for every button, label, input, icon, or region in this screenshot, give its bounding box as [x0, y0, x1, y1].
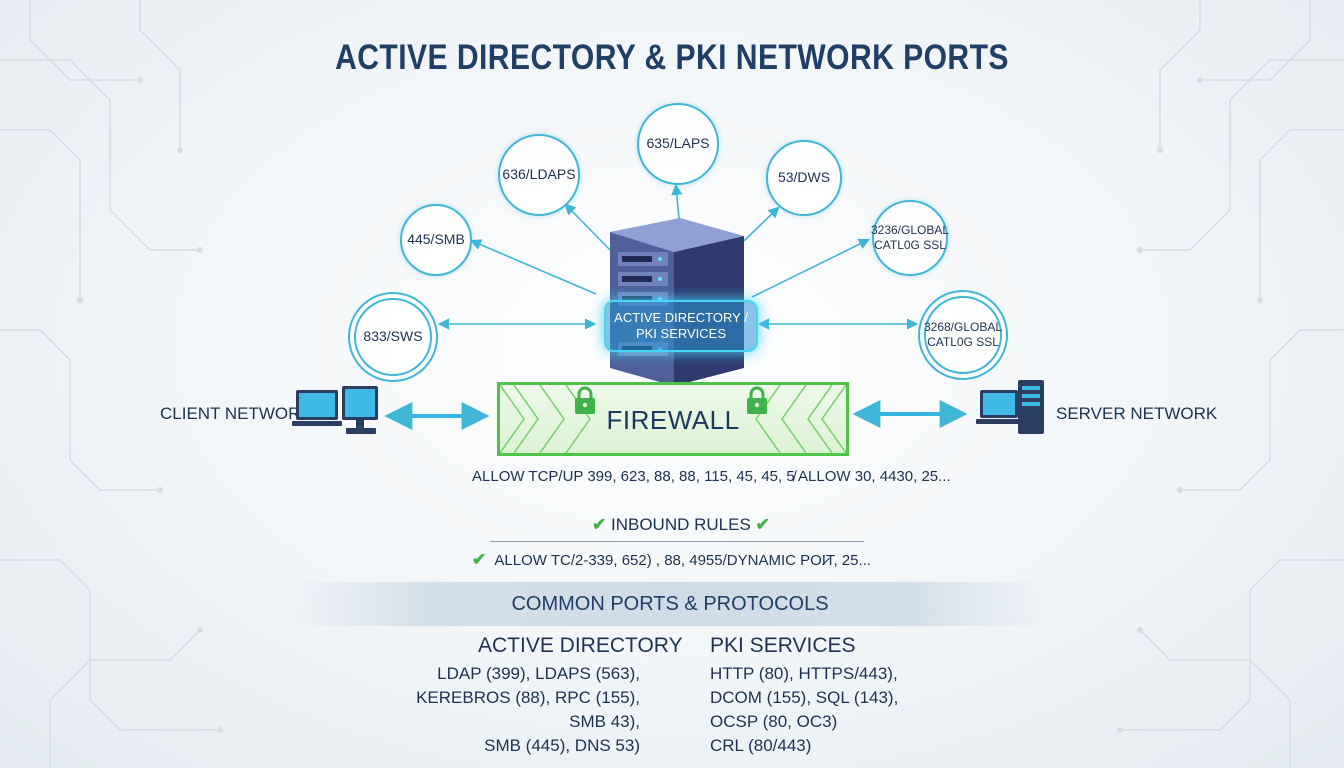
- port-circle-445-smb: 445/SMB: [400, 204, 472, 276]
- page-title: ACTIVE DIRECTORY & PKI NETWORK PORTS: [335, 38, 1009, 77]
- inbound-rule-text: ALLOW TC/2-339, 652) , 88, 4955/DYNAMIC …: [494, 552, 871, 569]
- port-circle-636-ldaps: 636/LDAPS: [498, 134, 580, 216]
- port-circle-53-dws: 53/DWS: [766, 140, 842, 216]
- firewall-chevrons: [500, 385, 846, 453]
- port-label-3268a-line2: CATL0G SSL: [874, 238, 946, 252]
- port-circle-833-sws: 833/SWS: [354, 298, 432, 376]
- check-icon-right: ✔: [755, 515, 770, 534]
- port-label-3268b-line2: CATL0G SSL: [927, 335, 999, 349]
- server-rack-icon: [610, 218, 744, 386]
- port-circle-635-laps: 635/LAPS: [637, 103, 719, 185]
- pki-item: CRL (80/443): [710, 736, 812, 755]
- ad-pki-services-label: ACTIVE DIRECTORY / PKI SERVICES: [604, 300, 758, 352]
- ad-column-heading: ACTIVE DIRECTORY: [478, 634, 683, 657]
- port-label-635: 635/LAPS: [646, 135, 710, 152]
- connector-445: [469, 239, 597, 295]
- ad-item: LDAP (399), LDAPS (563),: [437, 664, 640, 683]
- firewall-label: FIREWALL: [606, 405, 740, 435]
- client-network-label: CLIENT NETWORK: [160, 404, 312, 423]
- pki-column-heading: PKI SERVICES: [710, 634, 856, 657]
- pki-item: HTTP (80), HTTPS/443),: [710, 664, 898, 683]
- client-computers-icon: [292, 386, 378, 434]
- connector-3268a: [751, 238, 871, 298]
- port-label-833: 833/SWS: [363, 328, 423, 345]
- server-network-label: SERVER NETWORK: [1056, 404, 1218, 423]
- firewall-box: FIREWALL: [497, 382, 849, 456]
- check-icon-left: ✔: [592, 515, 607, 534]
- firewall-allow-rule: ALLOW TCP/UP 399, 623, 88, 88, 115, 45, …: [472, 468, 951, 485]
- ad-item: SMB (445), DNS 53): [484, 736, 640, 755]
- port-label-636: 636/LDAPS: [502, 166, 576, 183]
- port-label-3268b-line1: 3268/GLOBAL: [923, 320, 1003, 334]
- pki-item: OCSP (80, OC3): [710, 712, 838, 731]
- check-icon-inbound-rule: ✔: [472, 550, 487, 569]
- ad-item: KEREBROS (88), RPC (155),: [416, 688, 640, 707]
- connector-636: [564, 203, 613, 253]
- common-ports-banner: COMMON PORTS & PROTOCOLS: [290, 582, 1050, 626]
- inbound-divider: [490, 541, 864, 542]
- port-label-53: 53/DWS: [777, 169, 831, 186]
- inbound-rules-heading: ✔ INBOUND RULES ✔: [592, 515, 770, 535]
- ad-pki-label-line2: PKI SERVICES: [635, 326, 727, 341]
- inbound-rule-row: ✔ ALLOW TC/2-339, 652) , 88, 4955/DYNAMI…: [472, 550, 871, 570]
- lock-icon-left: [575, 386, 595, 414]
- ad-pki-label-line1: ACTIVE DIRECTORY /: [614, 309, 748, 325]
- pki-item: DCOM (155), SQL (143),: [710, 688, 899, 707]
- port-label-445: 445/SMB: [407, 231, 465, 248]
- inbound-rules-label: INBOUND RULES: [610, 515, 751, 534]
- ad-item: SMB 43),: [569, 712, 640, 731]
- lock-icon-right: [747, 386, 767, 414]
- port-label-3268a-line1: 3236/GLOBAL: [870, 223, 950, 237]
- server-computers-icon: [976, 380, 1044, 434]
